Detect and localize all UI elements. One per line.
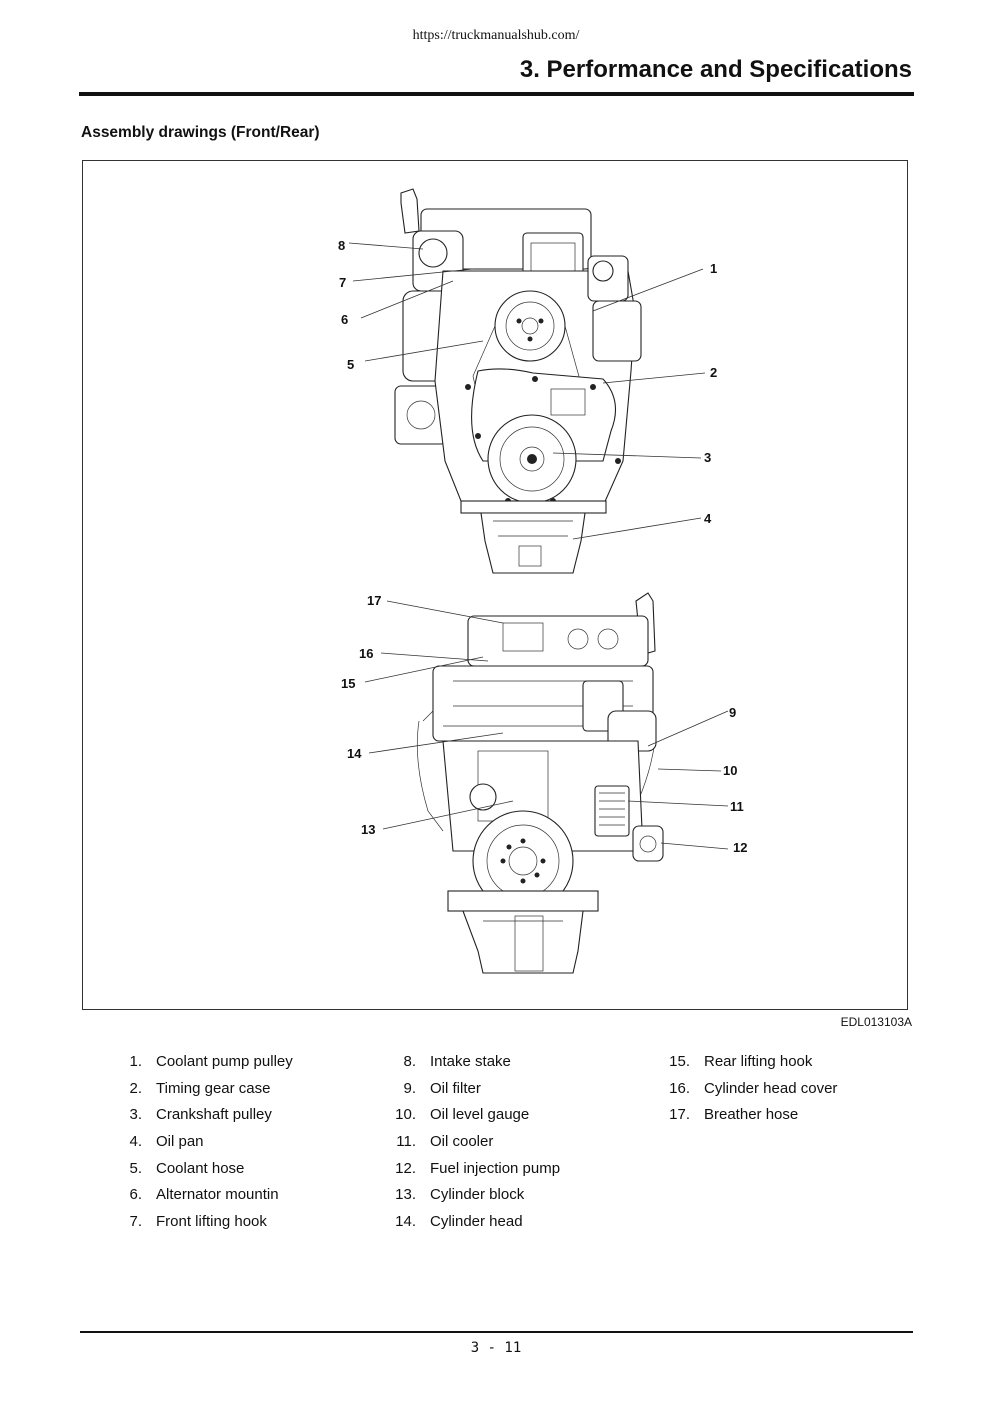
engine-drawing: 1 2 3 4 5 6 7 8 9 10 11 12 13 14 15 16 1… [338,188,747,974]
callout-7: 7 [339,275,346,290]
callout-13: 13 [361,822,375,837]
source-url[interactable]: https://truckmanualshub.com/ [412,28,580,43]
legend-column-1: 1.Coolant pump pulley 2.Timing gear case… [110,1048,293,1235]
legend-item: 8.Intake stake [403,1052,511,1070]
callout-12: 12 [733,840,747,855]
legend-item: 16.Cylinder head cover [669,1079,838,1097]
legend-item: 3.Crankshaft pulley [129,1106,272,1124]
section-heading: Assembly drawings (Front/Rear) [81,124,320,141]
legend-item: 13.Cylinder block [395,1186,525,1204]
legend-item: 6.Alternator mountin [129,1186,279,1204]
callout-1: 1 [710,261,717,276]
legend-item: 15.Rear lifting hook [669,1052,813,1070]
callout-17: 17 [367,593,381,608]
rear-view-engine [416,592,664,974]
callout-9: 9 [729,705,736,720]
callout-10: 10 [723,763,737,778]
legend-item: 11.Oil cooler [396,1132,494,1150]
title-rule [79,92,914,96]
assembly-figure: 1 2 3 4 5 6 7 8 9 10 11 12 13 14 15 16 1… [82,160,908,1010]
legend-item: 17.Breather hose [669,1106,799,1124]
figure-code: EDL013103A [840,1015,912,1029]
legend-item: 1.Coolant pump pulley [129,1052,293,1070]
legend-item: 12.Fuel injection pump [395,1159,561,1177]
callout-labels: 1 2 3 4 5 6 7 8 9 10 11 12 13 14 15 16 1… [338,238,747,855]
callout-2: 2 [710,365,717,380]
callout-8: 8 [338,238,345,253]
legend-item: 2.Timing gear case [129,1079,271,1097]
legend-item: 4.Oil pan [129,1132,204,1150]
chapter-title: 3. Performance and Specifications [519,56,912,83]
legend-item: 14.Cylinder head [395,1212,523,1230]
legend-item: 5.Coolant hose [129,1159,245,1177]
callout-6: 6 [341,312,348,327]
legend-item: 9.Oil filter [403,1079,481,1097]
callout-14: 14 [347,746,362,761]
callout-4: 4 [704,511,712,526]
footer-rule [80,1331,913,1333]
callout-11: 11 [730,799,744,814]
legend-item: 7.Front lifting hook [129,1212,267,1230]
page-number: 3 - 11 [470,1340,522,1356]
legend-column-2: 8.Intake stake 9.Oil filter 10.Oil level… [384,1048,560,1235]
callout-15: 15 [341,676,355,691]
legend-item: 10.Oil level gauge [395,1106,530,1124]
callout-3: 3 [704,450,711,465]
callout-16: 16 [359,646,373,661]
leader-lines [348,242,729,850]
legend-column-3: 15.Rear lifting hook 16.Cylinder head co… [658,1048,837,1128]
front-view-engine [394,188,642,574]
callout-5: 5 [347,357,354,372]
